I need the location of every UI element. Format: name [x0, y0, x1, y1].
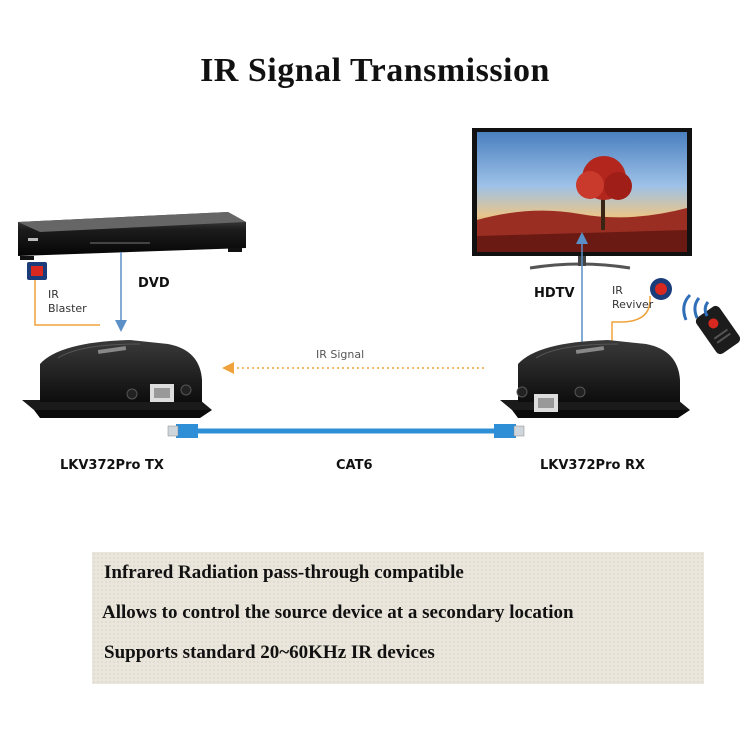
ir-signal-arrow [222, 362, 484, 374]
dvd-label: DVD [138, 276, 170, 291]
ir-blaster-label: IR Blaster [48, 288, 87, 315]
ir-signal-label: IR Signal [316, 348, 365, 361]
cat6-cable [167, 424, 525, 438]
tx-label: LKV372Pro TX [60, 458, 164, 473]
feature-item: Allows to control the source device at a… [102, 602, 574, 623]
feature-item: Supports standard 20~60KHz IR devices [104, 642, 435, 663]
ir-blaster [27, 262, 100, 326]
remote-control-icon [682, 293, 741, 355]
dvd-player [18, 212, 246, 260]
tx-extender [22, 340, 212, 418]
ir-receiver [611, 278, 672, 348]
ir-receiver-label: IR Reviver [612, 284, 654, 311]
page-title: IR Signal Transmission [200, 52, 550, 89]
features-panel: Infrared Radiation pass-through compatib… [92, 552, 704, 684]
cable-label: CAT6 [336, 458, 373, 473]
rx-label: LKV372Pro RX [540, 458, 645, 473]
hdtv-label: HDTV [534, 286, 575, 301]
rx-extender [500, 340, 690, 418]
feature-item: Infrared Radiation pass-through compatib… [104, 562, 464, 583]
